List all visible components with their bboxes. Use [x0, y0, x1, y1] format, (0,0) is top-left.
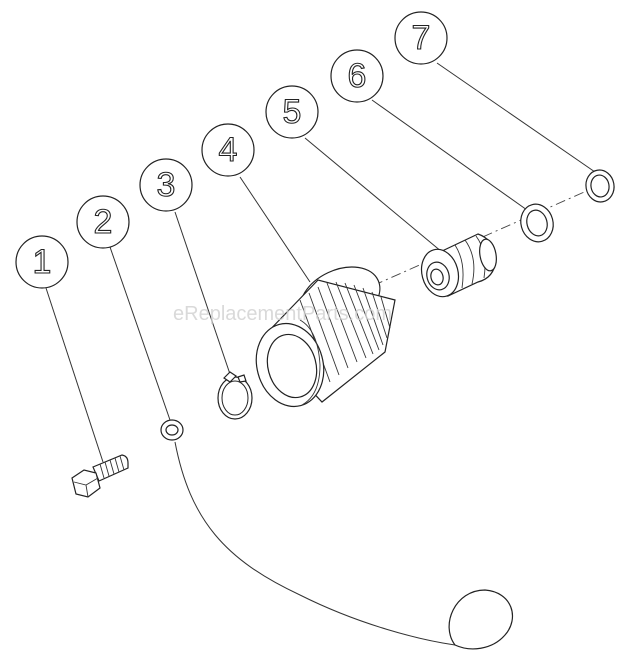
leader-line-2	[109, 246, 456, 646]
callout-label: 5	[283, 93, 302, 131]
callout-label: 1	[33, 243, 52, 281]
callout-5: 5	[265, 85, 319, 139]
callout-label: 2	[94, 203, 113, 241]
leader-line-3	[174, 211, 233, 381]
callout-label: 7	[412, 19, 431, 57]
leader-line-5	[304, 137, 443, 253]
callout-label: 4	[219, 131, 238, 169]
part-3-snap-ring	[217, 371, 253, 420]
part-1-bolt	[71, 454, 129, 498]
part-6-ring	[520, 203, 554, 243]
callout-6: 6	[330, 49, 384, 103]
leader-line-6	[371, 99, 528, 211]
part-4-gear-pulley	[255, 266, 396, 408]
leader-line-7	[436, 62, 596, 173]
callout-3: 3	[139, 158, 193, 212]
callout-label: 6	[348, 57, 367, 95]
callout-2: 2	[76, 195, 130, 249]
part-5-spool	[420, 233, 497, 298]
callout-label: 3	[157, 166, 176, 204]
callout-7: 7	[394, 11, 448, 65]
callout-1: 1	[15, 235, 69, 289]
watermark-text: eReplacementParts.com	[173, 303, 392, 325]
part-7-washer	[585, 169, 615, 203]
part-2-washer-cord	[160, 419, 514, 650]
callout-4: 4	[201, 123, 255, 177]
leader-line-1	[45, 287, 104, 463]
leader-line-4	[239, 176, 311, 283]
